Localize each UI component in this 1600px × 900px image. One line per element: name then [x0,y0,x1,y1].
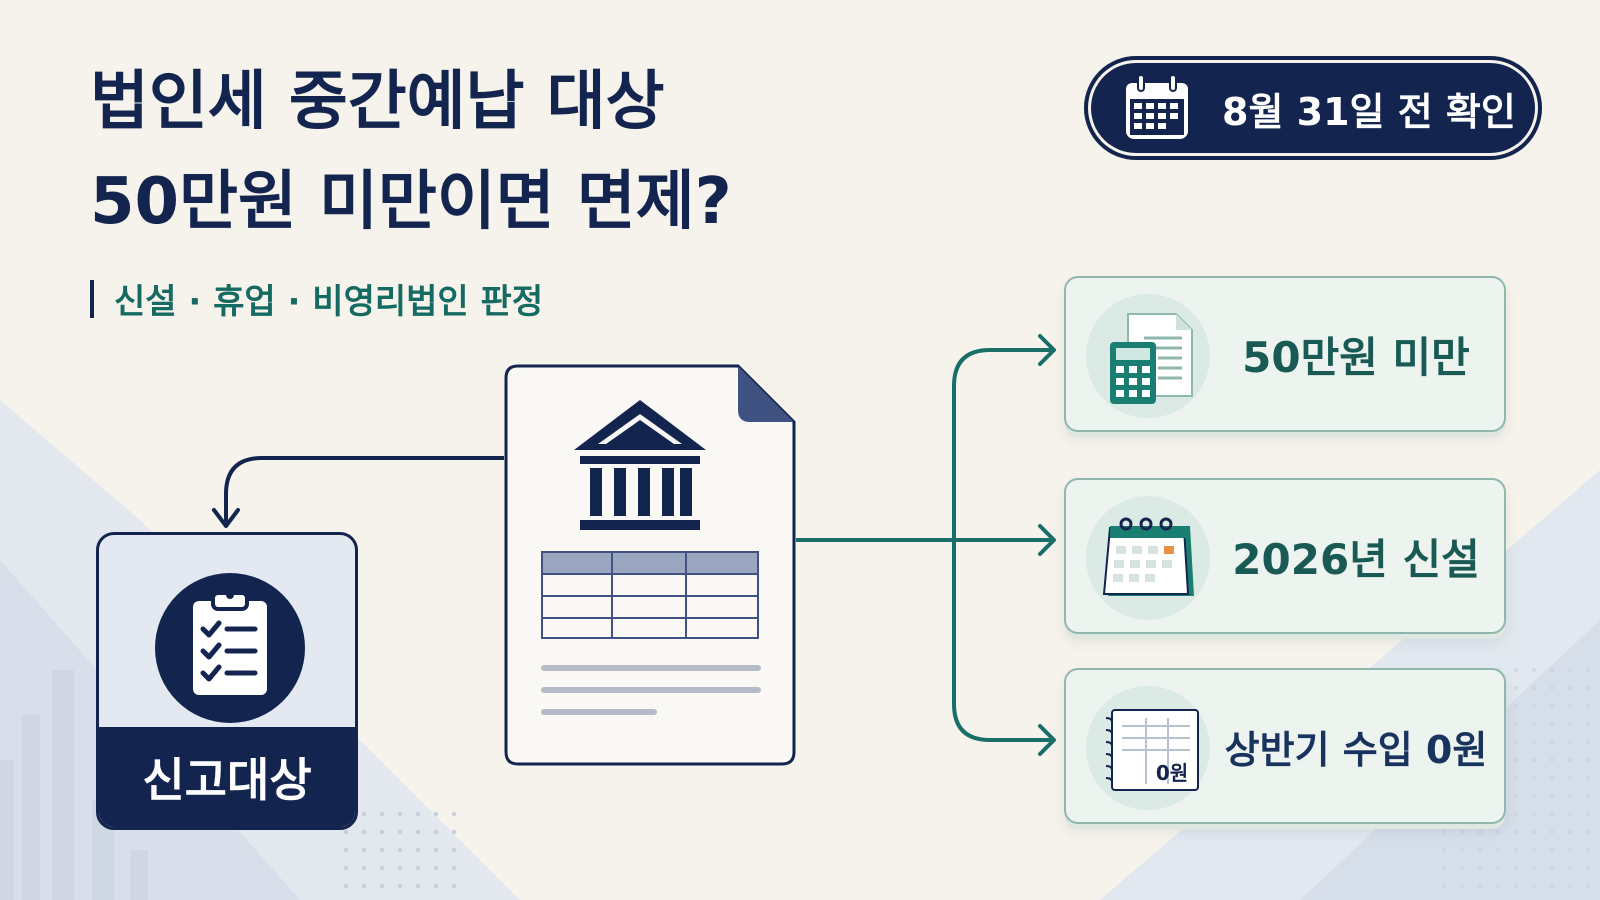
condition-label: 2026년 신설 [1232,534,1480,584]
condition-card-zero-income: 0원 상반기 수입 0원 [1064,668,1506,824]
document-text-lines [541,665,761,715]
clipboard-checklist-icon [193,591,267,695]
bank-building-icon [574,400,706,530]
deadline-label: 8월 31일 전 확인 [1222,89,1516,134]
report-target-label: 신고대상 [142,753,312,807]
condition-label: 상반기 수입 0원 [1224,727,1488,772]
deadline-badge: 8월 31일 전 확인 [1084,56,1542,160]
report-target-label-bar: 신고대상 [99,727,355,827]
condition-card-under-500k: 50만원 미만 [1064,276,1506,432]
calculator-document-icon [1110,313,1193,404]
ledger-zero-text: 0원 [1156,761,1188,785]
subtitle: 신설 · 휴업 · 비영리법인 판정 [90,274,543,323]
subtitle-bar [90,279,94,318]
page-title-line-2: 50만원 미만이면 면제? [90,165,732,239]
condition-icon-circle [1086,294,1210,418]
clipboard-checklist-icon-circle [155,573,305,723]
condition-icon-circle [1086,496,1210,620]
condition-card-new-2026: 2026년 신설 [1064,478,1506,634]
condition-icon-circle: 0원 [1086,686,1210,810]
report-target-box: 신고대상 [96,532,358,830]
subtitle-text: 신설 · 휴업 · 비영리법인 판정 [114,282,544,322]
page-title-line-1: 법인세 중간예납 대상 [90,65,665,139]
calendar-icon [1126,74,1188,139]
calendar-icon [1102,517,1194,596]
ledger-book-icon: 0원 [1105,709,1199,791]
document-table [541,551,759,639]
tax-document [504,364,796,766]
condition-label: 50만원 미만 [1242,332,1470,382]
